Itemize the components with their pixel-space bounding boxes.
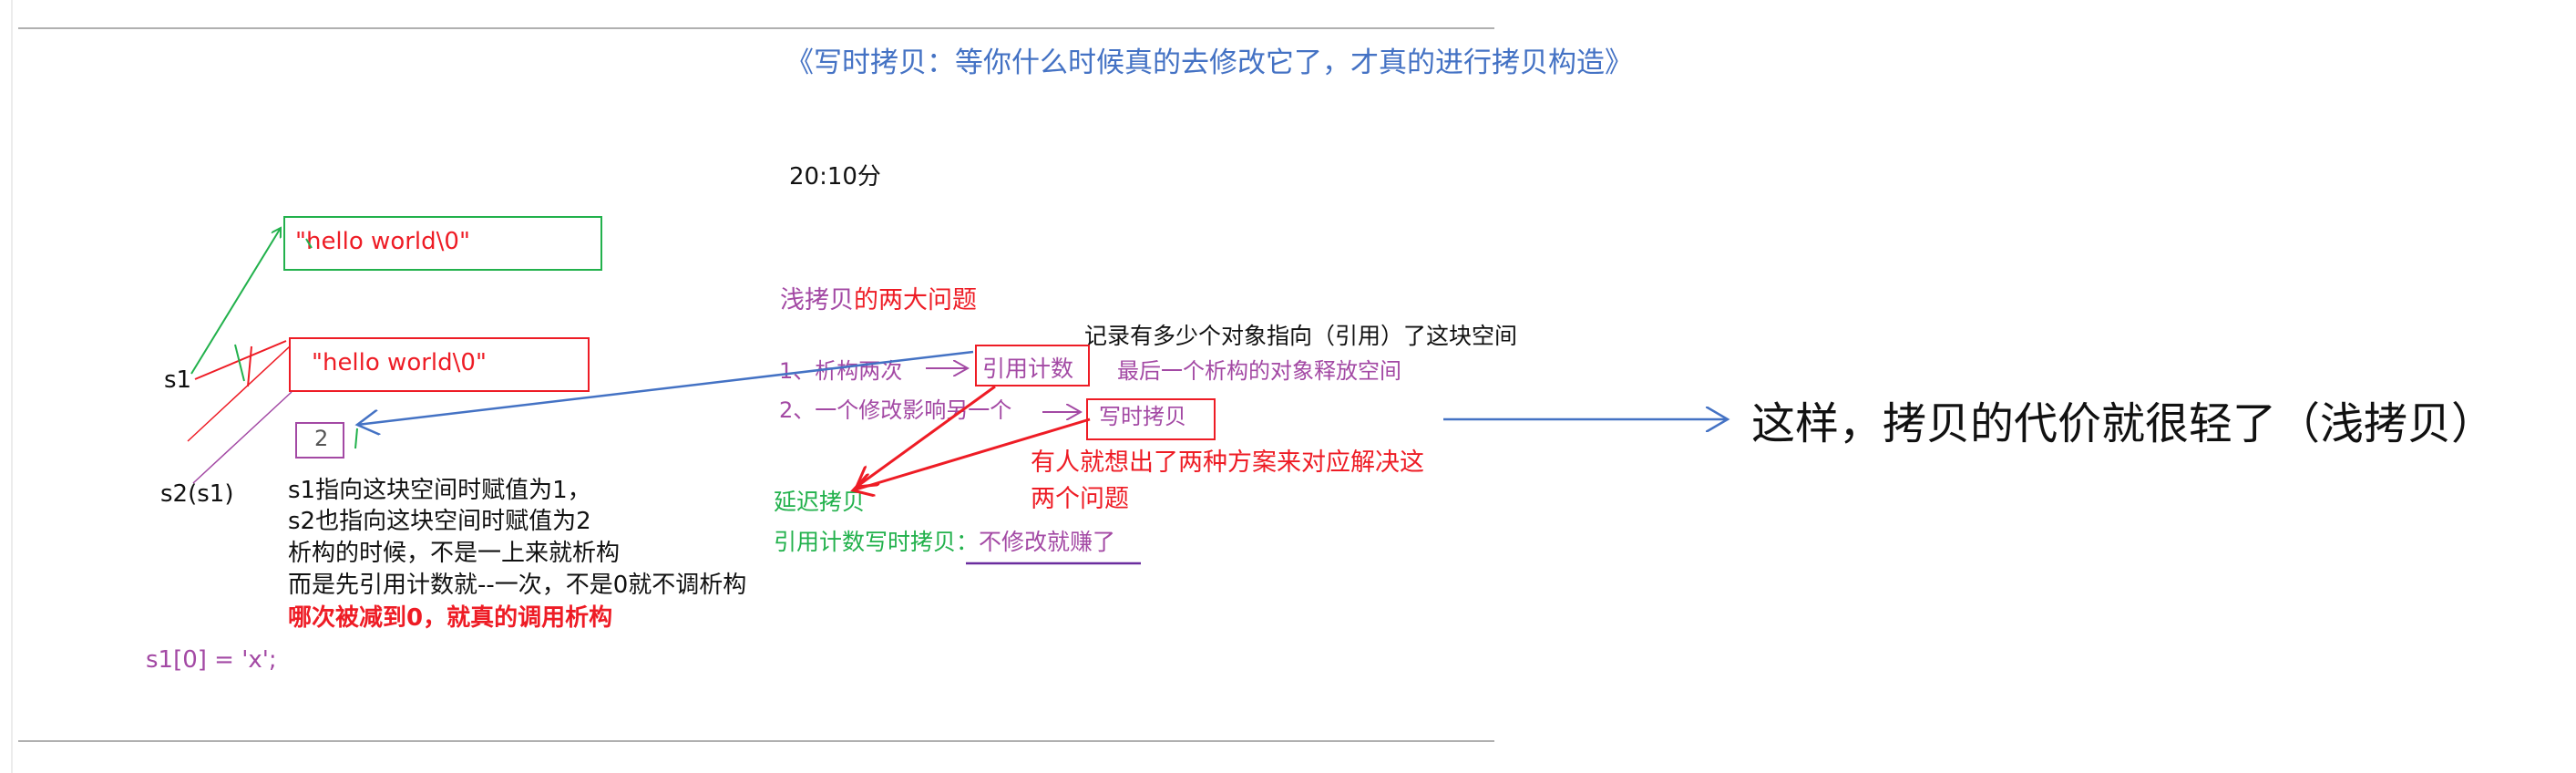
bottom-rule bbox=[18, 740, 1494, 742]
refcount-solution-label: 引用计数 bbox=[982, 356, 1074, 382]
h-cursor-mark bbox=[305, 238, 313, 249]
cross-mark-2 bbox=[247, 345, 252, 387]
solution-line-2: 两个问题 bbox=[1031, 485, 1129, 513]
problems-heading: 浅拷贝的两大问题 bbox=[780, 286, 977, 314]
cross-mark-1 bbox=[234, 344, 245, 382]
note-emphasis: 哪次被减到0，就真的调用析构 bbox=[288, 604, 613, 632]
string-box-2 bbox=[289, 337, 590, 392]
cow-solution-label: 写时拷贝 bbox=[1099, 404, 1186, 429]
refcount-box bbox=[295, 422, 344, 459]
problems-heading-prefix: 浅拷贝 bbox=[780, 286, 854, 314]
lazy-copy-label: 延迟拷贝 bbox=[774, 489, 866, 515]
problems-heading-suffix: 的两大问题 bbox=[854, 286, 977, 314]
note-line-4: 而是先引用计数就--一次，不是0就不调析构 bbox=[288, 572, 747, 599]
s2-to-box2-line bbox=[192, 391, 292, 484]
code-line: s1[0] = 'x'; bbox=[146, 646, 277, 674]
refcount-to-lazy-arrow bbox=[857, 385, 996, 487]
s1-label: s1 bbox=[164, 366, 192, 394]
s2-to-box1-line bbox=[187, 345, 291, 442]
timestamp-label: 20:10分 bbox=[789, 163, 881, 191]
refcount-to-count-arrow bbox=[357, 350, 974, 425]
string-box-2-text: "hello world\0" bbox=[312, 349, 487, 376]
cow-summary-prefix: 引用计数写时拷贝： bbox=[774, 529, 980, 555]
cow-to-lazy-arrow bbox=[853, 417, 1091, 490]
cow-summary-suffix: 不修改就赚了 bbox=[979, 529, 1116, 555]
top-rule bbox=[18, 27, 1494, 29]
solution-line-1: 有人就想出了两种方案来对应解决这 bbox=[1031, 448, 1424, 477]
refcount-solution-box bbox=[975, 345, 1090, 386]
refcount-note-2: 最后一个析构的对象释放空间 bbox=[1117, 358, 1401, 384]
conclusion-text: 这样，拷贝的代价就很轻了（浅拷贝） bbox=[1751, 398, 2496, 449]
cow-summary: 引用计数写时拷贝：不修改就赚了 bbox=[774, 529, 1116, 556]
diagram-title: 《写时拷贝：等你什么时候真的去修改它了，才真的进行拷贝构造》 bbox=[785, 46, 1633, 79]
note-line-3: 析构的时候，不是一上来就析构 bbox=[288, 540, 621, 567]
refcount-note: 记录有多少个对象指向（引用）了这块空间 bbox=[1084, 323, 1518, 349]
refcount-value: 2 bbox=[314, 426, 329, 451]
s1-to-box1-arrow bbox=[190, 228, 281, 375]
note-line-2: s2也指向这块空间时赋值为2 bbox=[288, 508, 591, 535]
string-box-1 bbox=[283, 216, 602, 271]
cursor-tick bbox=[354, 428, 358, 449]
page-margin-line bbox=[11, 0, 13, 773]
note-line-1: s1指向这块空间时赋值为1， bbox=[288, 477, 591, 504]
s1-to-box2-arrow bbox=[194, 340, 287, 380]
s2-label: s2(s1) bbox=[160, 480, 234, 508]
string-box-1-text: "hello world\0" bbox=[295, 228, 470, 255]
